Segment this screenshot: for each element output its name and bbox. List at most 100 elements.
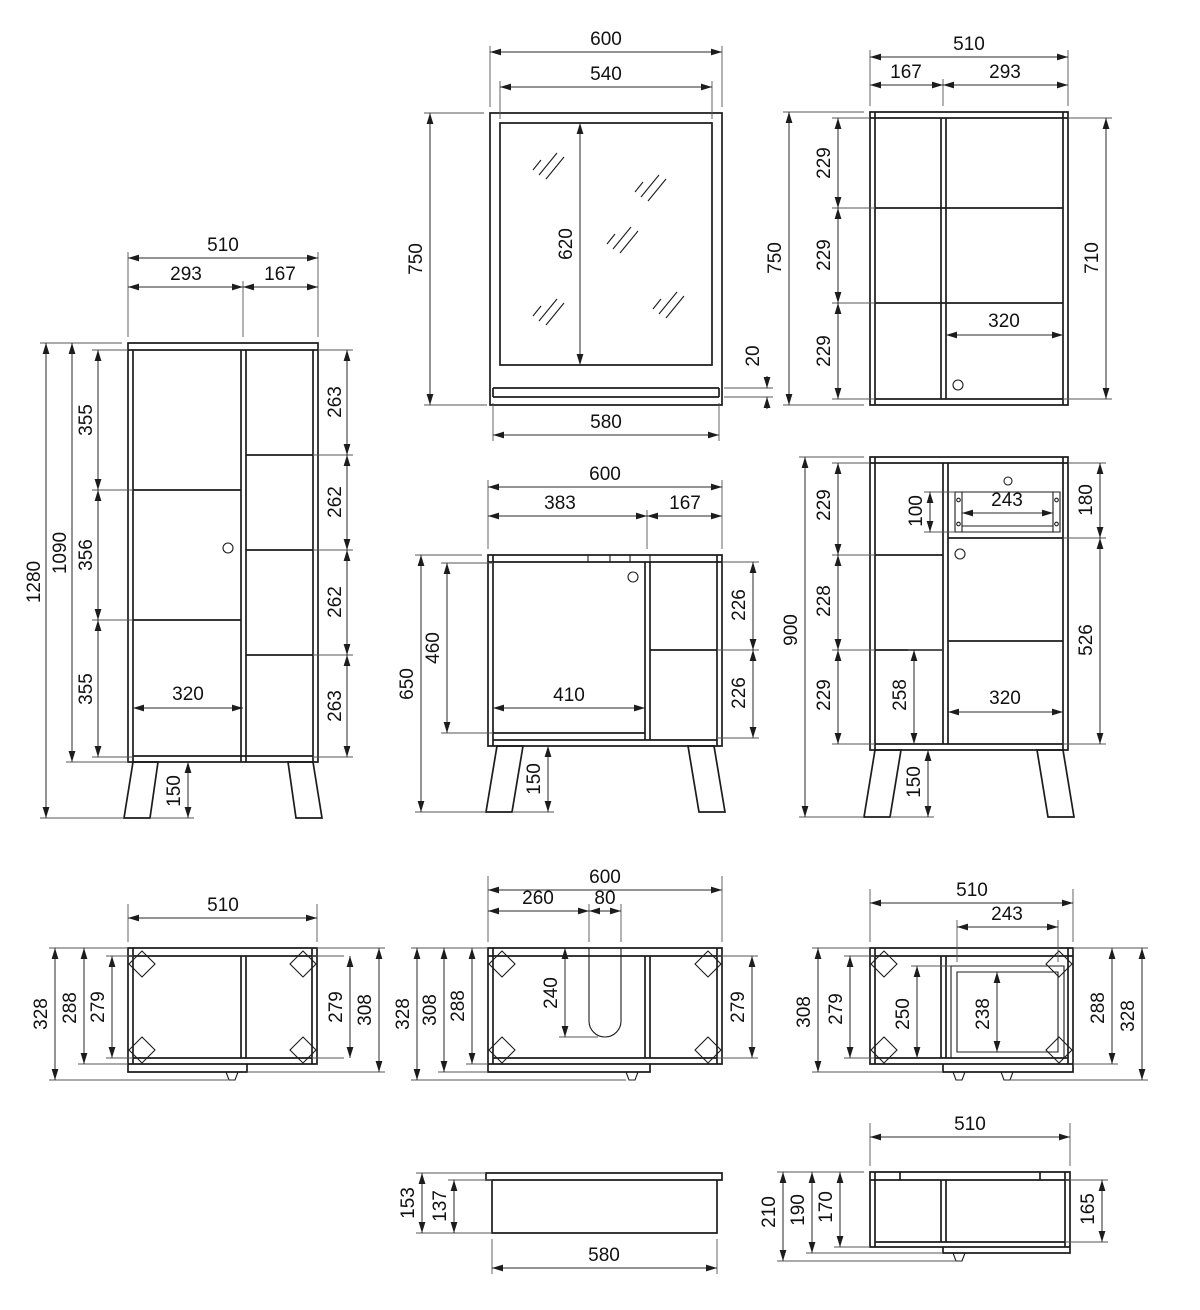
plumbing-cutout: [588, 948, 622, 1038]
extension-lines: [415, 480, 759, 813]
dim-label: 229: [814, 679, 835, 711]
dim-label: 320: [989, 688, 1021, 709]
dim-label: 510: [953, 34, 985, 55]
dim-label: 510: [207, 895, 239, 916]
dim-label: 210: [759, 1196, 780, 1228]
extension-lines: [424, 46, 773, 441]
handle: [952, 1071, 1014, 1081]
dim-label: 460: [423, 632, 444, 664]
dim-label: 288: [60, 992, 81, 1024]
extension-lines: [416, 1172, 718, 1274]
extension-lines: [777, 1123, 1108, 1262]
dim-label: 620: [556, 228, 577, 260]
door-handle: [952, 1252, 966, 1262]
dim-label: 293: [170, 264, 202, 285]
dim-label: 20: [743, 345, 764, 366]
leg-top-marker: [870, 950, 1073, 1064]
glass-reflection-icon: [532, 152, 685, 326]
dim-label: 288: [448, 990, 469, 1022]
sink-cutout-mark: [587, 555, 651, 563]
leg: [484, 745, 727, 813]
dim-label: 150: [524, 763, 545, 795]
dim-label: 510: [954, 1114, 986, 1135]
dim-label: 355: [76, 673, 97, 705]
dim-label: 238: [973, 998, 994, 1030]
view-shelf-side: 153 137 580: [398, 1172, 723, 1274]
dim-label: 150: [904, 766, 925, 798]
view-mirror-front: 600 540 750 620 20 580: [406, 29, 773, 441]
screw-hole: [1054, 497, 1059, 503]
extension-lines: [812, 889, 1148, 1081]
dim-label: 226: [729, 677, 750, 709]
dim-label: 320: [172, 684, 204, 705]
shelf-outline: [485, 1172, 723, 1234]
dim-label: 243: [991, 904, 1023, 925]
view-mid-cabinet-front: 900 229 228 229 100 243 180 526 258 320 …: [781, 456, 1106, 818]
dim-label: 320: [988, 311, 1020, 332]
dim-label: 228: [814, 585, 835, 617]
drawer-handle: [1003, 476, 1013, 486]
door-handle: [222, 542, 234, 554]
carcass-outline: [487, 947, 723, 1073]
extension-lines: [799, 456, 1106, 818]
carcass-outline: [869, 1171, 1071, 1254]
dim-label: 279: [826, 993, 847, 1025]
screw-hole: [1054, 521, 1059, 527]
dim-label: 167: [669, 493, 701, 514]
dim-label: 167: [264, 264, 296, 285]
dim-label: 229: [814, 335, 835, 367]
dim-label: 263: [325, 386, 346, 418]
dim-label: 328: [31, 998, 52, 1030]
door-handle: [627, 571, 639, 583]
dim-label: 279: [88, 991, 109, 1023]
view-tall-cabinet-front: 510 293 167 1280 1090 355 356 355 263 26…: [24, 235, 353, 819]
dim-label: 600: [589, 464, 621, 485]
dim-label: 150: [164, 775, 185, 807]
dim-label: 288: [1088, 992, 1109, 1024]
dim-label: 250: [893, 998, 914, 1030]
dim-label: 153: [398, 1187, 419, 1219]
dim-label: 510: [207, 235, 239, 256]
dim-label: 167: [890, 62, 922, 83]
dim-label: 308: [794, 996, 815, 1028]
dim-label: 650: [397, 668, 418, 700]
dim-label: 510: [956, 880, 988, 901]
dim-label: 750: [765, 242, 786, 274]
dim-label: 293: [989, 62, 1021, 83]
dim-label: 229: [814, 147, 835, 179]
dim-label: 263: [325, 690, 346, 722]
dim-label: 410: [553, 685, 585, 706]
carcass-outline: [487, 554, 723, 747]
view-wall-cabinet-front: 510 167 293 750 229 229 229 710 320: [765, 34, 1112, 406]
extension-lines: [40, 252, 353, 819]
dim-label: 170: [816, 1191, 837, 1223]
view-mid-cabinet-top: 510 243 308 279 250 238 288 328: [794, 880, 1148, 1081]
dim-label: 900: [781, 614, 802, 646]
mirror-frame: [489, 112, 723, 406]
extension-lines: [49, 904, 385, 1081]
carcass-outline: [127, 947, 318, 1073]
screw-hole: [956, 497, 961, 503]
drawer-box: [950, 965, 1065, 1059]
dim-label: 328: [393, 998, 414, 1030]
dim-label: 580: [590, 412, 622, 433]
dim-label: 258: [890, 679, 911, 711]
leg: [862, 749, 1076, 818]
dim-label: 308: [355, 994, 376, 1026]
dim-label: 260: [522, 888, 554, 909]
dim-label: 308: [420, 994, 441, 1026]
dim-label: 262: [325, 586, 346, 618]
door-handle: [625, 1071, 639, 1081]
dim-label: 540: [590, 64, 622, 85]
dim-label: 180: [1076, 484, 1097, 516]
dim-label: 356: [76, 539, 97, 571]
dim-label: 1090: [50, 532, 71, 574]
dim-label: 229: [814, 239, 835, 271]
view-vanity-top: 600 260 80 240 328 308 288 279: [393, 867, 758, 1081]
dim-label: 226: [729, 589, 750, 621]
dim-label: 229: [814, 489, 835, 521]
dim-label: 243: [991, 490, 1023, 511]
door-handle: [954, 548, 966, 560]
